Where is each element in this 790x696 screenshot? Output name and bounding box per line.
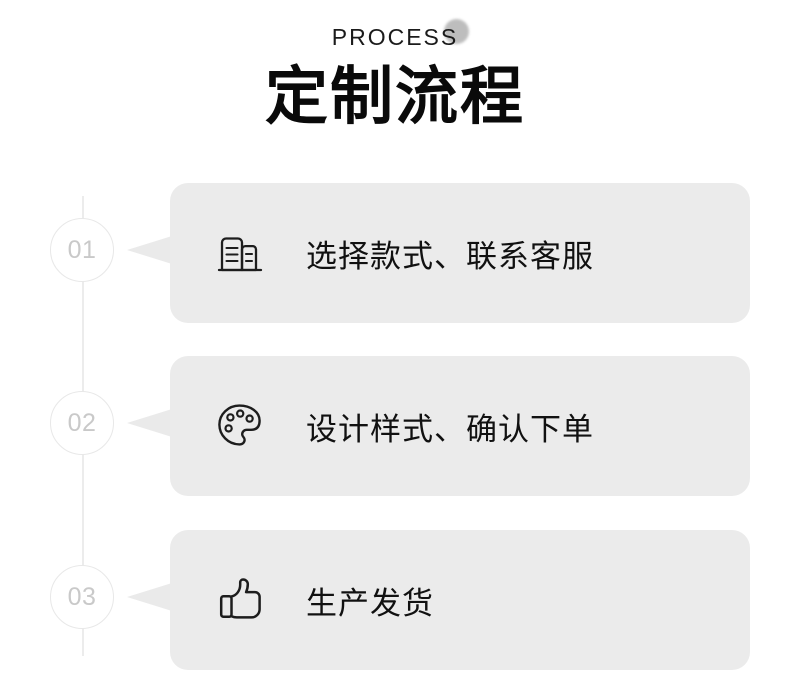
step-number-label: 03 xyxy=(67,582,97,611)
step-number-label: 01 xyxy=(67,235,97,264)
step-label: 设计样式、确认下单 xyxy=(306,411,594,448)
step-number-badge: 03 xyxy=(50,565,114,629)
palette-icon xyxy=(214,400,266,452)
step-pointer-arrow xyxy=(127,236,172,264)
page-header: PROCESS 定制流程 xyxy=(0,0,790,160)
step-pointer-arrow xyxy=(127,409,172,437)
process-step: 01 选择款式、联系客服 xyxy=(0,183,790,323)
step-label: 选择款式、联系客服 xyxy=(306,238,594,275)
buildings-icon xyxy=(214,227,266,279)
step-number-label: 02 xyxy=(67,408,97,437)
process-step: 03 生产发货 xyxy=(0,530,790,670)
step-card[interactable]: 设计样式、确认下单 xyxy=(170,356,750,496)
process-step-list: 01 选择款式、联系客服 02 xyxy=(0,160,790,696)
step-label: 生产发货 xyxy=(306,585,434,622)
decorative-dot-icon xyxy=(444,19,470,44)
eyebrow-label: PROCESS xyxy=(331,24,459,50)
step-card[interactable]: 选择款式、联系客服 xyxy=(170,183,750,323)
thumbs-up-icon xyxy=(214,574,266,626)
step-pointer-arrow xyxy=(127,583,172,611)
step-number-badge: 02 xyxy=(50,391,114,455)
step-card[interactable]: 生产发货 xyxy=(170,530,750,670)
eyebrow-group: PROCESS xyxy=(331,19,470,50)
page-title: 定制流程 xyxy=(265,60,525,133)
process-step: 02 设计样式、确认下单 xyxy=(0,356,790,496)
step-number-badge: 01 xyxy=(50,218,114,282)
